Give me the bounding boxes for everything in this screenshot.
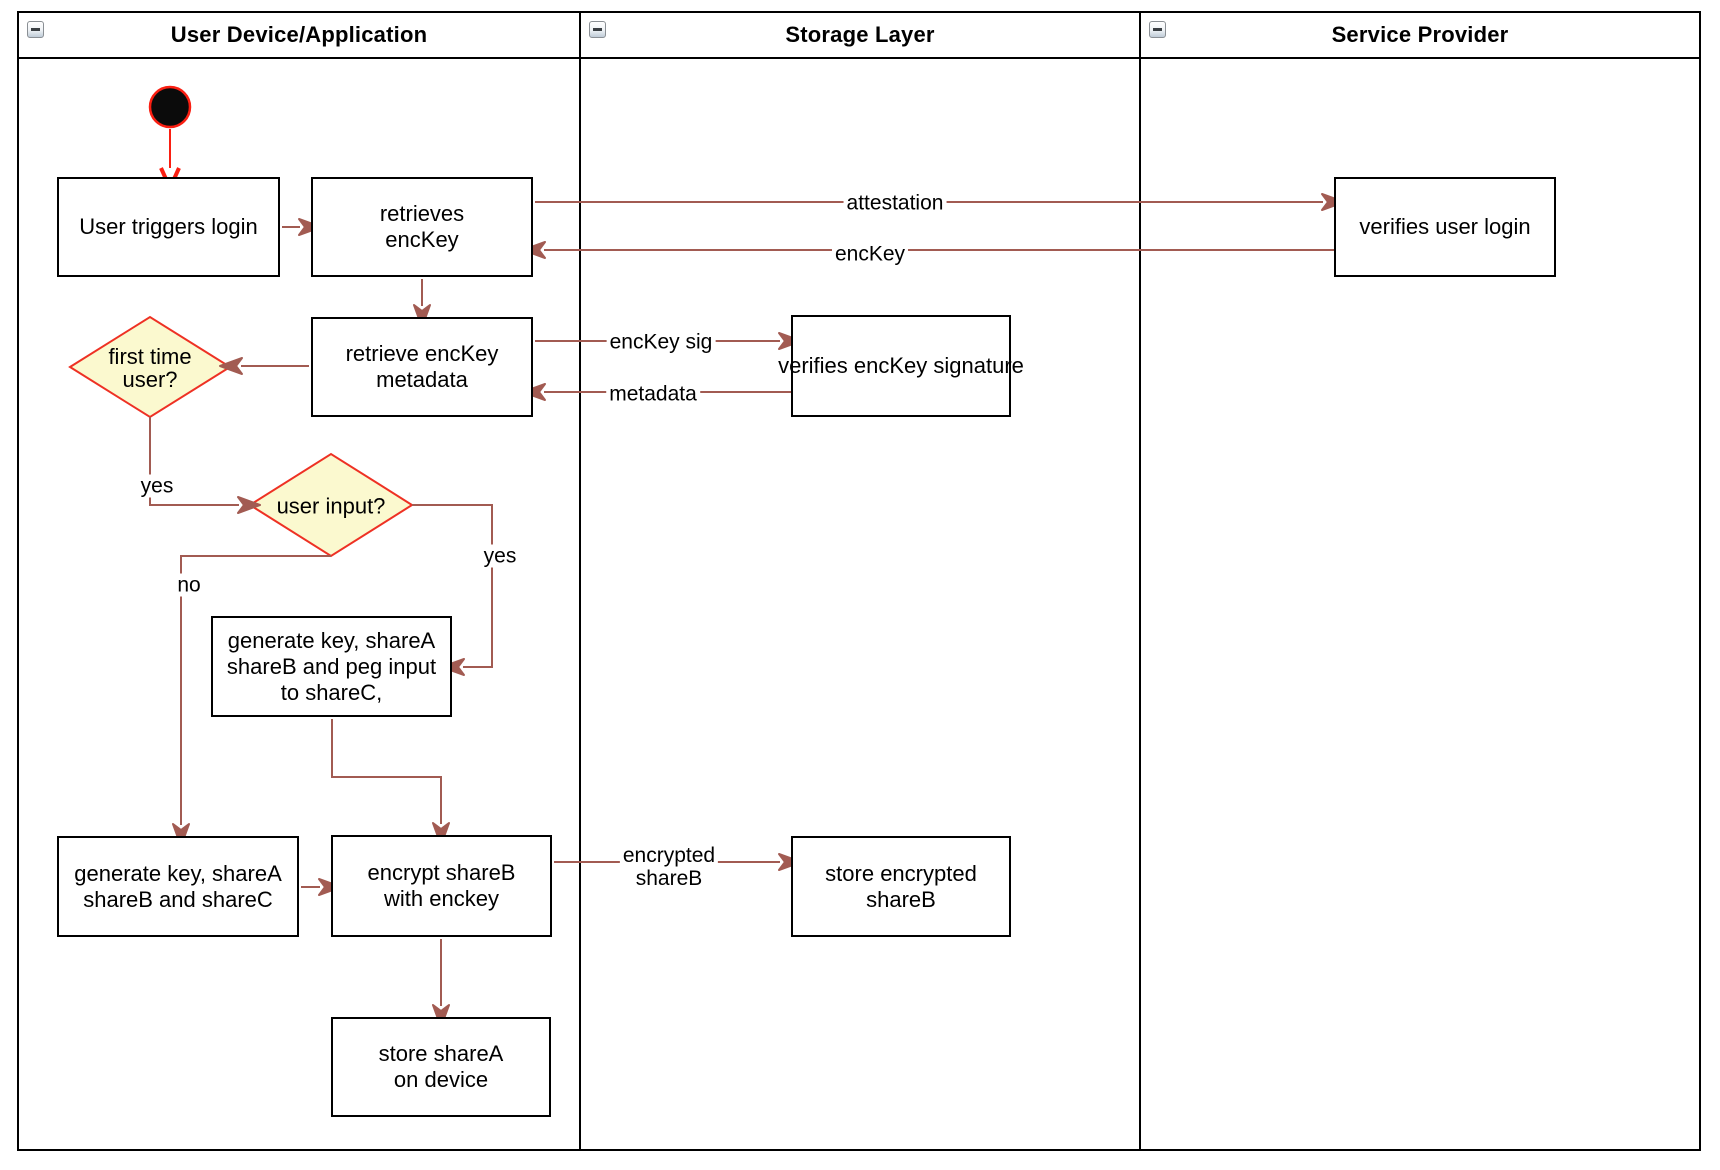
edge-user-input-no bbox=[172, 555, 331, 847]
node-verifies-enckey-signature[interactable]: verifies encKey signature bbox=[778, 315, 1024, 417]
collapse-icon[interactable] bbox=[1149, 21, 1166, 38]
start-node[interactable] bbox=[148, 85, 192, 129]
edge-label-enckey-sig: encKey sig bbox=[606, 330, 716, 354]
minus-icon bbox=[593, 28, 602, 31]
edge-label-metadata: metadata bbox=[606, 382, 700, 406]
minus-icon bbox=[1153, 28, 1162, 31]
node-encrypt-shareb[interactable]: encrypt shareB with enckey bbox=[331, 835, 552, 937]
node-retrieves-enckey[interactable]: retrieves encKey bbox=[311, 177, 533, 277]
node-store-sharea[interactable]: store shareA on device bbox=[331, 1017, 551, 1117]
minus-icon bbox=[31, 28, 40, 31]
lane-title-user-device[interactable]: User Device/Application bbox=[170, 22, 428, 47]
collapse-icon[interactable] bbox=[589, 21, 606, 38]
pool-frame bbox=[17, 11, 1701, 1151]
collapse-icon[interactable] bbox=[27, 21, 44, 38]
lane-title-service-provider[interactable]: Service Provider bbox=[1331, 22, 1509, 47]
node-generate-key-peg-input[interactable]: generate key, shareA shareB and peg inpu… bbox=[211, 616, 452, 717]
edge-user-input-yes bbox=[412, 504, 493, 676]
decision-label-user-input: user input? bbox=[276, 493, 386, 519]
node-user-triggers-login[interactable]: User triggers login bbox=[57, 177, 280, 277]
node-retrieve-enckey-metadata[interactable]: retrieve encKey metadata bbox=[311, 317, 533, 417]
edge-label-yes-user-input: yes bbox=[480, 544, 520, 568]
node-generate-key-sharec[interactable]: generate key, shareA shareB and shareC bbox=[57, 836, 299, 937]
edge-label-enckey: encKey bbox=[831, 242, 909, 266]
edge-label-no-user-input: no bbox=[174, 573, 204, 597]
edge-label-yes-first-time: yes bbox=[137, 474, 177, 498]
lane-title-storage-layer[interactable]: Storage Layer bbox=[785, 22, 935, 47]
node-store-encrypted-shareb[interactable]: store encrypted shareB bbox=[791, 836, 1011, 937]
edge-first-time-yes bbox=[149, 417, 261, 514]
decision-label-first-time-user: first time user? bbox=[108, 344, 192, 392]
edge-label-attestation: attestation bbox=[843, 191, 947, 215]
edge-peg-to-encrypt bbox=[331, 719, 450, 846]
node-verifies-user-login[interactable]: verifies user login bbox=[1334, 177, 1556, 277]
edge-label-encrypted-shareb: encrypted shareB bbox=[619, 844, 719, 890]
